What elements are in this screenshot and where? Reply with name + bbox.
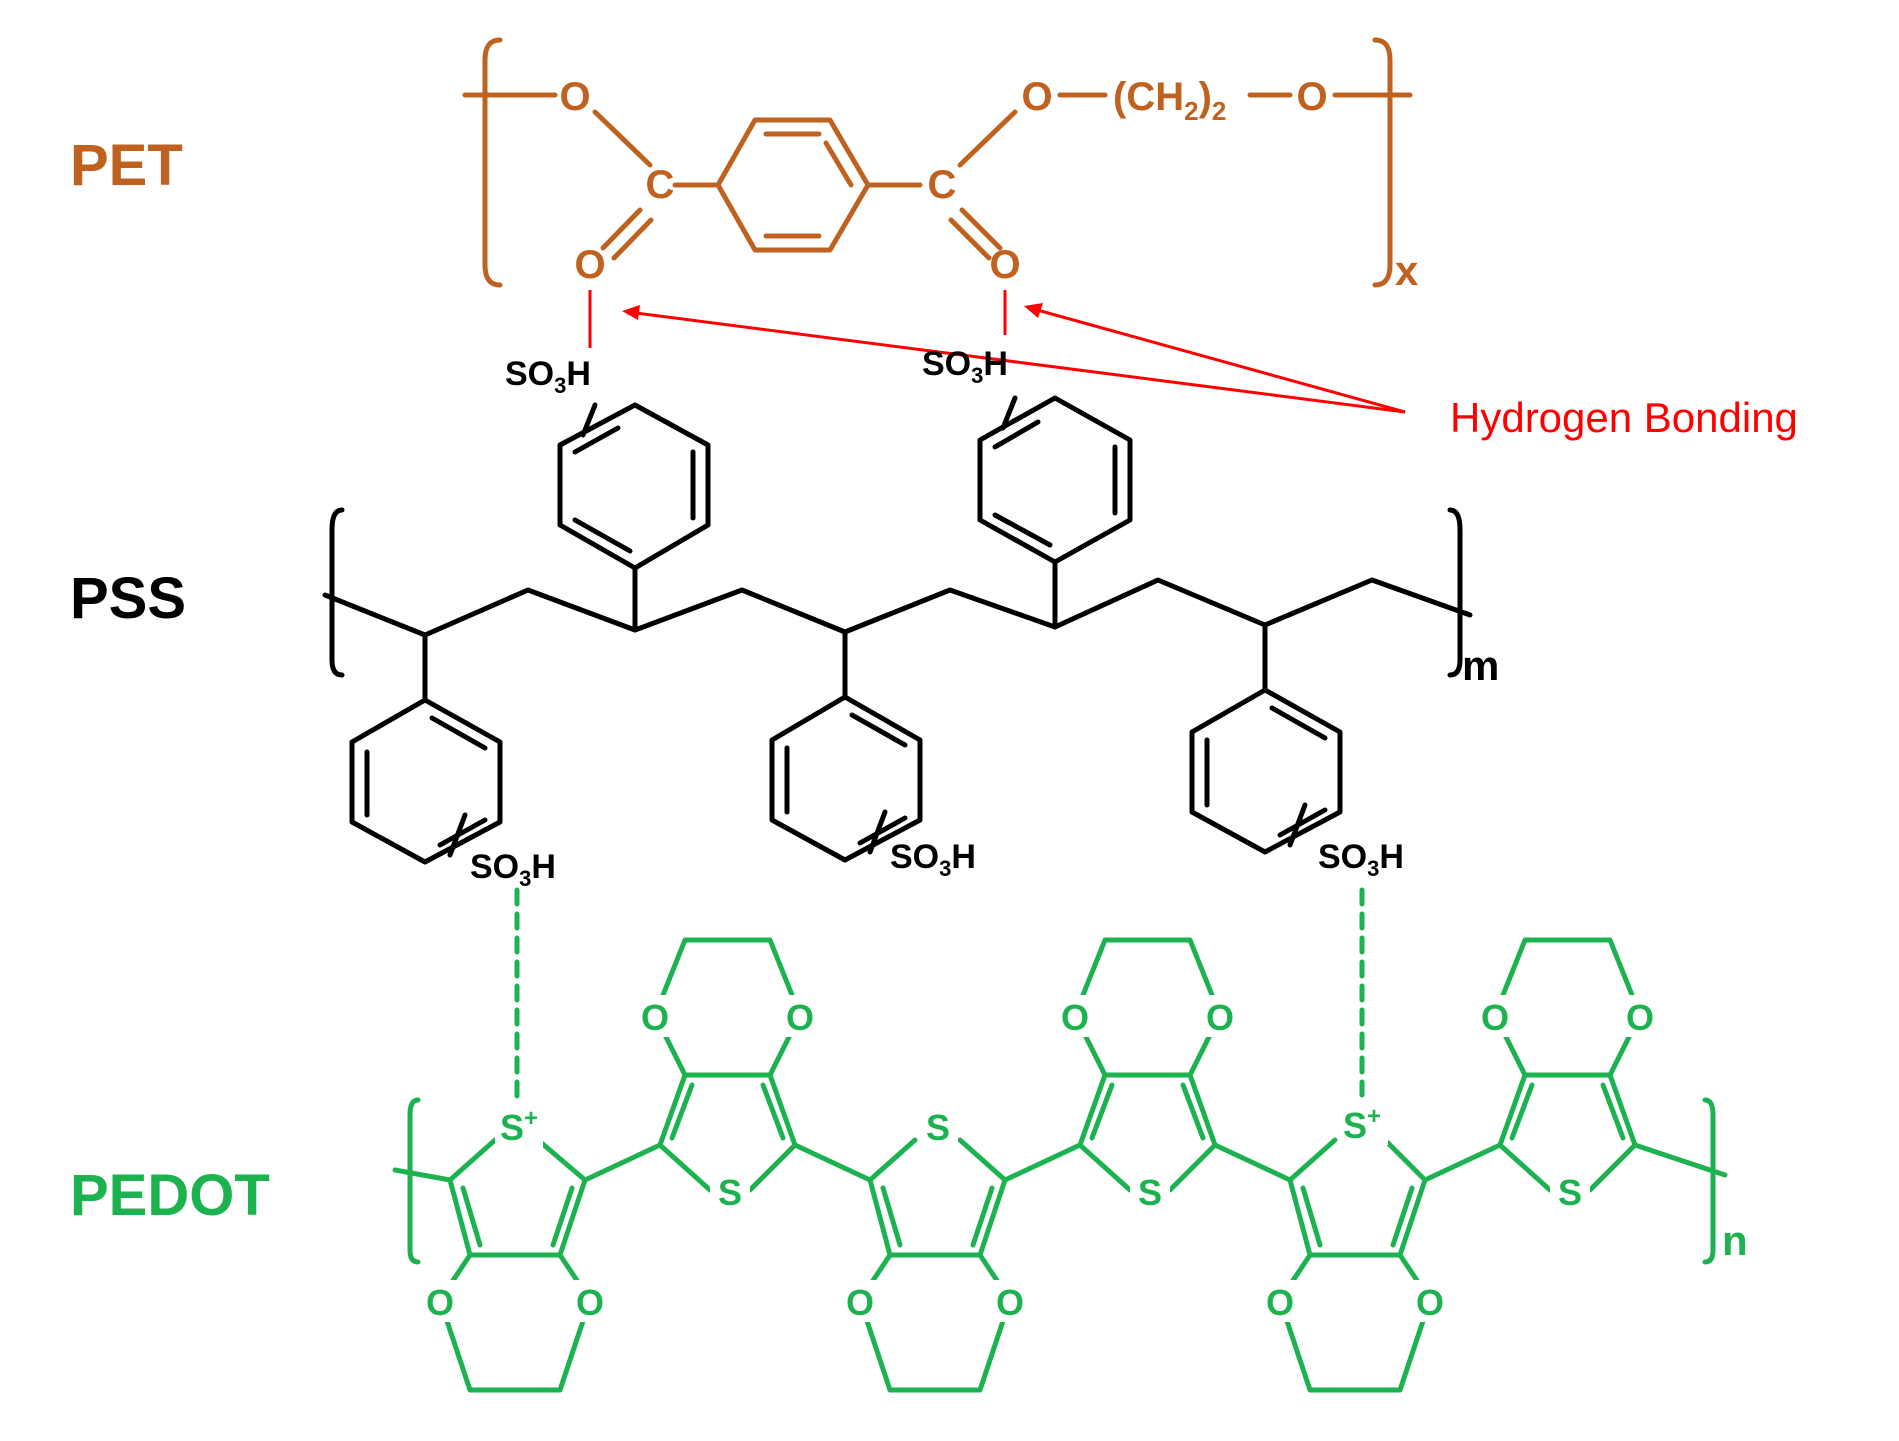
pss-label: PSS bbox=[70, 566, 186, 631]
pedot-label: PEDOT bbox=[70, 1163, 270, 1228]
pss-subscript-m: m bbox=[1462, 642, 1499, 689]
pet-left-bracket bbox=[482, 37, 503, 288]
pedot-oxygen-6a: O bbox=[1481, 997, 1509, 1038]
hydrogen-bonding-annotation: Hydrogen Bonding bbox=[588, 290, 1798, 441]
pedot-oxygen-3a: O bbox=[846, 1282, 874, 1323]
pedot-sulfur-cation-5: S+ bbox=[1343, 1103, 1381, 1146]
pedot-subscript-n: n bbox=[1722, 1217, 1748, 1264]
pedot-sulfur-2: S bbox=[718, 1172, 742, 1213]
pet-oxygen-carbonyl-left: O bbox=[574, 243, 605, 287]
pet-carbon-right: C bbox=[928, 163, 957, 207]
pet-structure: O C O C O O (CH2)2 O x bbox=[462, 37, 1419, 294]
pedot-sulfur-cation-1: S+ bbox=[500, 1105, 538, 1148]
pedot-right-bracket bbox=[1702, 1097, 1716, 1265]
pet-oxygen-ester-left: O bbox=[559, 75, 590, 119]
pss-left-bracket bbox=[329, 507, 345, 678]
hbond-arrow-right bbox=[1029, 306, 1406, 414]
pedot-oxygen-2b: O bbox=[786, 997, 814, 1038]
pedot-oxygen-1a: O bbox=[426, 1282, 454, 1323]
pedot-oxygen-3b: O bbox=[996, 1282, 1024, 1323]
pedot-structure: S+ O O S O O S O O S O O S+ O O S bbox=[392, 937, 1748, 1393]
pet-subscript-x: x bbox=[1395, 247, 1419, 294]
pedot-sulfur-6: S bbox=[1558, 1172, 1582, 1213]
pet-oxygen-ether-1: O bbox=[1021, 75, 1052, 119]
pss-structure: SO3H SO3H SO3H SO3H SO3H m bbox=[322, 345, 1499, 891]
pet-oxygen-carbonyl-right: O bbox=[989, 243, 1020, 287]
pedot-oxygen-6b: O bbox=[1626, 997, 1654, 1038]
pedot-sulfur-3: S bbox=[926, 1107, 950, 1148]
pss-so3h-lower-2: SO3H bbox=[890, 838, 976, 881]
pedot-oxygen-5a: O bbox=[1266, 1282, 1294, 1323]
pedot-oxygen-5b: O bbox=[1416, 1282, 1444, 1323]
pet-carbon-left: C bbox=[646, 163, 675, 207]
pet-oxygen-ether-2: O bbox=[1296, 75, 1327, 119]
pss-so3h-upper-1: SO3H bbox=[505, 355, 591, 398]
pss-right-bracket bbox=[1447, 507, 1463, 678]
pedot-left-bracket bbox=[407, 1097, 421, 1265]
pss-so3h-lower-3: SO3H bbox=[1318, 838, 1404, 881]
pedot-oxygen-4b: O bbox=[1206, 997, 1234, 1038]
pedot-oxygen-4a: O bbox=[1061, 997, 1089, 1038]
pedot-oxygen-2a: O bbox=[641, 997, 669, 1038]
pet-right-bracket bbox=[1372, 37, 1393, 288]
pedot-sulfur-4: S bbox=[1138, 1172, 1162, 1213]
hydrogen-bonding-label: Hydrogen Bonding bbox=[1450, 394, 1798, 441]
pss-so3h-upper-2: SO3H bbox=[922, 345, 1008, 388]
pet-label: PET bbox=[70, 133, 183, 198]
pedot-oxygen-1b: O bbox=[576, 1282, 604, 1323]
hbond-arrow-left bbox=[627, 310, 1406, 414]
pss-so3h-lower-1: SO3H bbox=[470, 848, 556, 891]
pet-ethylene-group: (CH2)2 bbox=[1113, 75, 1226, 126]
